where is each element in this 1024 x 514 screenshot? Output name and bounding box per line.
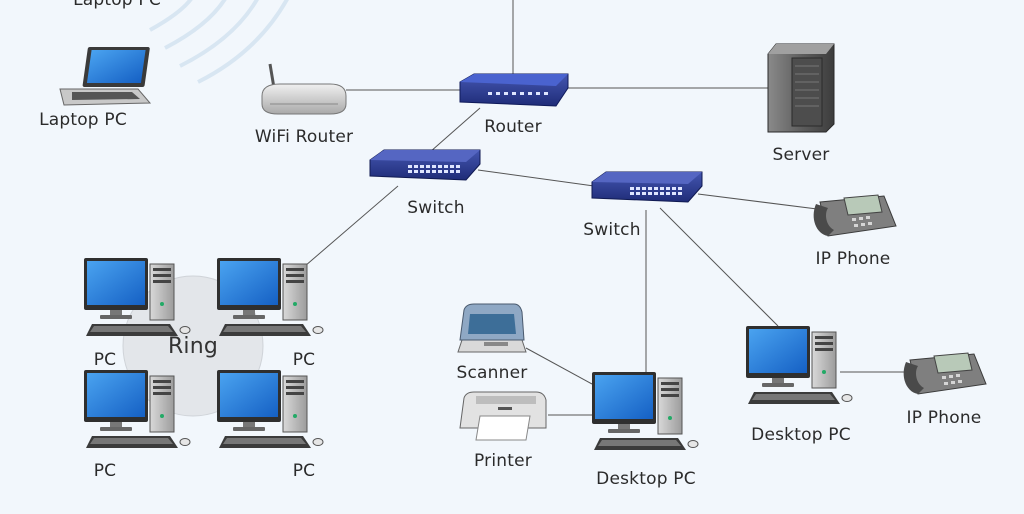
printer-icon: [459, 391, 547, 441]
pc-br-icon: [216, 369, 324, 449]
label-pc-bl: PC: [93, 461, 117, 481]
pc-bl-icon: [83, 369, 191, 449]
label-ip-phone-top: IP Phone: [815, 249, 891, 269]
link-router-switch-left: [429, 107, 481, 153]
label-wifi-router: WiFi Router: [254, 127, 354, 147]
label-pc-tl: PC: [93, 350, 117, 370]
label-router: Router: [484, 117, 542, 137]
label-desktop-right: Desktop PC: [751, 425, 851, 445]
wifi-waves-icon: [149, 0, 289, 84]
link-switch-right-desktop-right: [659, 207, 779, 327]
label-pc-br: PC: [292, 461, 316, 481]
label-server: Server: [772, 145, 830, 165]
ip-phone-top-icon: [813, 194, 897, 237]
switch-right-icon: [591, 171, 703, 203]
link-scanner-desktop: [525, 347, 593, 385]
desktop-center-icon: [591, 371, 699, 451]
label-laptop: Laptop PC: [39, 110, 127, 130]
server-icon: [767, 43, 835, 133]
label-ip-phone-bottom: IP Phone: [906, 408, 982, 428]
label-pc-tr: PC: [292, 350, 316, 370]
scanner-icon: [457, 303, 527, 353]
pc-tr-icon: [216, 257, 324, 337]
label-laptop-top: Laptop PC: [73, 0, 161, 10]
router-icon: [459, 73, 569, 107]
label-switch-left: Switch: [407, 198, 465, 218]
link-switch-right-phone: [697, 193, 826, 211]
laptop-icon: [59, 46, 151, 106]
label-printer: Printer: [474, 451, 532, 471]
links: [304, 0, 910, 416]
link-switch-left-ring: [304, 185, 399, 267]
link-switch-left-right: [477, 169, 595, 187]
label-switch-right: Switch: [583, 220, 641, 240]
switch-left-icon: [369, 149, 481, 181]
ip-phone-bottom-icon: [903, 352, 987, 395]
label-ring: Ring: [167, 334, 219, 359]
label-desktop-center: Desktop PC: [596, 469, 696, 489]
wifi-router-icon: [261, 63, 347, 115]
desktop-right-icon: [745, 325, 853, 405]
label-scanner: Scanner: [456, 363, 528, 383]
